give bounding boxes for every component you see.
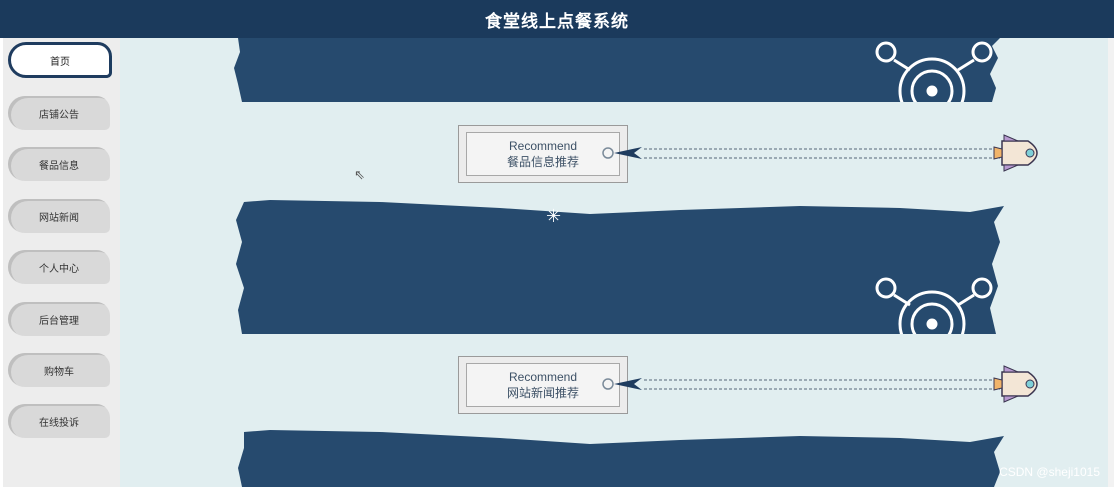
section-title-en: Recommend [508, 370, 578, 384]
sidebar-item-meal-info[interactable]: 餐品信息 [8, 147, 110, 181]
sidebar-item-label: 餐品信息 [39, 160, 79, 172]
section-title-zh: 网站新闻推荐 [506, 386, 579, 400]
section-title-en: Recommend [508, 139, 578, 153]
page-scrollbar[interactable] [1108, 38, 1114, 487]
section-heading-meal: Recommend 餐品信息推荐 [458, 125, 628, 183]
banner-middle [236, 200, 1004, 334]
sidebar-item-personal-center[interactable]: 个人中心 [8, 250, 110, 284]
sidebar-item-admin[interactable]: 后台管理 [8, 302, 110, 336]
sidebar-item-site-news[interactable]: 网站新闻 [8, 199, 110, 233]
rocket-trail-2 [602, 365, 1038, 403]
section-heading-news: Recommend 网站新闻推荐 [458, 356, 628, 414]
sidebar-nav: 首页 店铺公告 餐品信息 网站新闻 个人中心 后台管理 购物车 在线投诉 [3, 38, 120, 487]
watermark: CSDN @sheji1015 [999, 465, 1100, 479]
page-title: 食堂线上点餐系统 [485, 11, 629, 31]
sidebar-item-label: 购物车 [44, 366, 74, 378]
banner-top [234, 38, 1000, 102]
sidebar-item-home[interactable]: 首页 [8, 42, 112, 78]
spinner-icon: ✳ [546, 206, 562, 226]
sidebar-item-label: 个人中心 [39, 263, 79, 275]
mouse-cursor-icon: ⇖ [354, 167, 365, 182]
sidebar-item-cart[interactable]: 购物车 [8, 353, 110, 387]
sidebar-item-store-notice[interactable]: 店铺公告 [8, 96, 110, 130]
sidebar-item-label: 后台管理 [39, 315, 79, 327]
monster-icon [875, 41, 993, 102]
rocket-icon [993, 134, 1038, 172]
banner-bottom [238, 430, 1004, 487]
rocket-icon [993, 365, 1038, 403]
sidebar-item-label: 店铺公告 [39, 109, 79, 121]
main-content: Recommend 餐品信息推荐 ✳ Recommend [120, 38, 1108, 487]
app-header: 食堂线上点餐系统 [0, 0, 1114, 38]
sidebar-item-complaint[interactable]: 在线投诉 [8, 404, 110, 438]
sidebar-item-label: 在线投诉 [39, 417, 79, 429]
monster-icon [875, 277, 993, 334]
sidebar-item-label: 首页 [50, 56, 70, 68]
section-title-zh: 餐品信息推荐 [506, 155, 579, 169]
sidebar-item-label: 网站新闻 [39, 212, 79, 224]
rocket-trail-1 [602, 134, 1038, 172]
